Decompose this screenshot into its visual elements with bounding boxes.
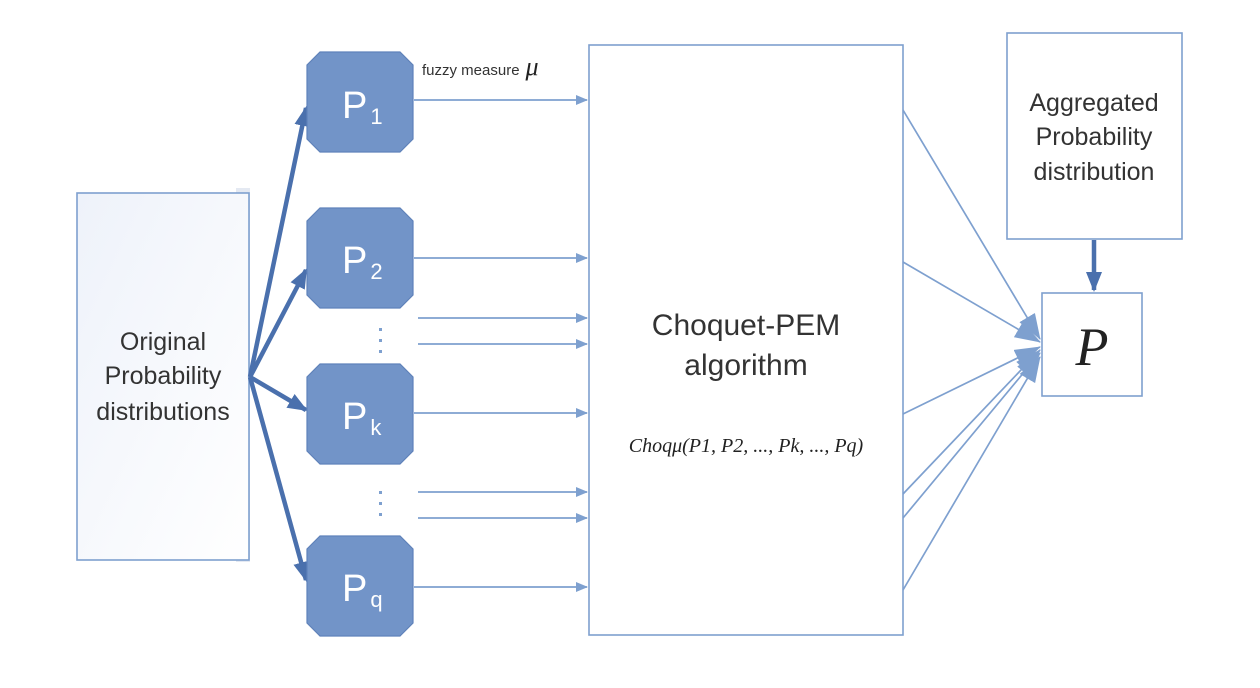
aggregated-line-2: Probability: [1036, 123, 1153, 151]
algorithm-line-1: Choquet-PEM: [652, 309, 840, 342]
node-pq-sub: q: [370, 587, 382, 612]
aggregated-box: Aggregated Probability distribution: [1006, 32, 1183, 240]
ellipsis-dots-lower: [379, 491, 382, 516]
svg-text:Pk: Pk: [342, 396, 382, 440]
svg-text:P1: P1: [342, 85, 383, 129]
source-box: Original Probability distributions: [76, 188, 250, 562]
arrow-to-p2: [248, 268, 308, 379]
output-box: P: [1041, 292, 1143, 397]
source-line-2: Probability: [105, 362, 222, 390]
algorithm-line-2: algorithm: [684, 349, 807, 382]
node-p1-base: P: [342, 85, 367, 127]
node-p2-sub: 2: [370, 259, 382, 284]
input-arrows: [414, 95, 588, 592]
node-pk-base: P: [342, 396, 367, 438]
distribution-arrows: [247, 106, 311, 582]
algorithm-box: Choquet-PEM algorithm Choqμ(P1, P2, ...,…: [588, 44, 904, 636]
svg-text:Pq: Pq: [342, 568, 383, 612]
node-pk-sub: k: [370, 415, 382, 440]
node-p2-base: P: [342, 240, 367, 282]
arrow-to-p1: [247, 106, 311, 378]
output-symbol: P: [1075, 317, 1109, 377]
svg-text:P2: P2: [342, 240, 383, 284]
node-pq-base: P: [342, 568, 367, 610]
mu-symbol: μ: [525, 52, 539, 81]
aggregated-line-1: Aggregated: [1029, 89, 1158, 117]
choquet-formula: Choqμ(P1, P2, ..., Pk, ..., Pq): [629, 435, 864, 457]
output-arrows: [902, 109, 1041, 591]
aggregated-line-3: distribution: [1034, 158, 1155, 186]
ellipsis-dots-upper: [379, 328, 382, 353]
source-line-3: distributions: [96, 398, 229, 426]
node-p1-sub: 1: [370, 104, 382, 129]
arrow-to-pq: [247, 376, 309, 582]
source-line-1: Original: [120, 328, 206, 356]
arrow-to-pk: [248, 375, 308, 412]
